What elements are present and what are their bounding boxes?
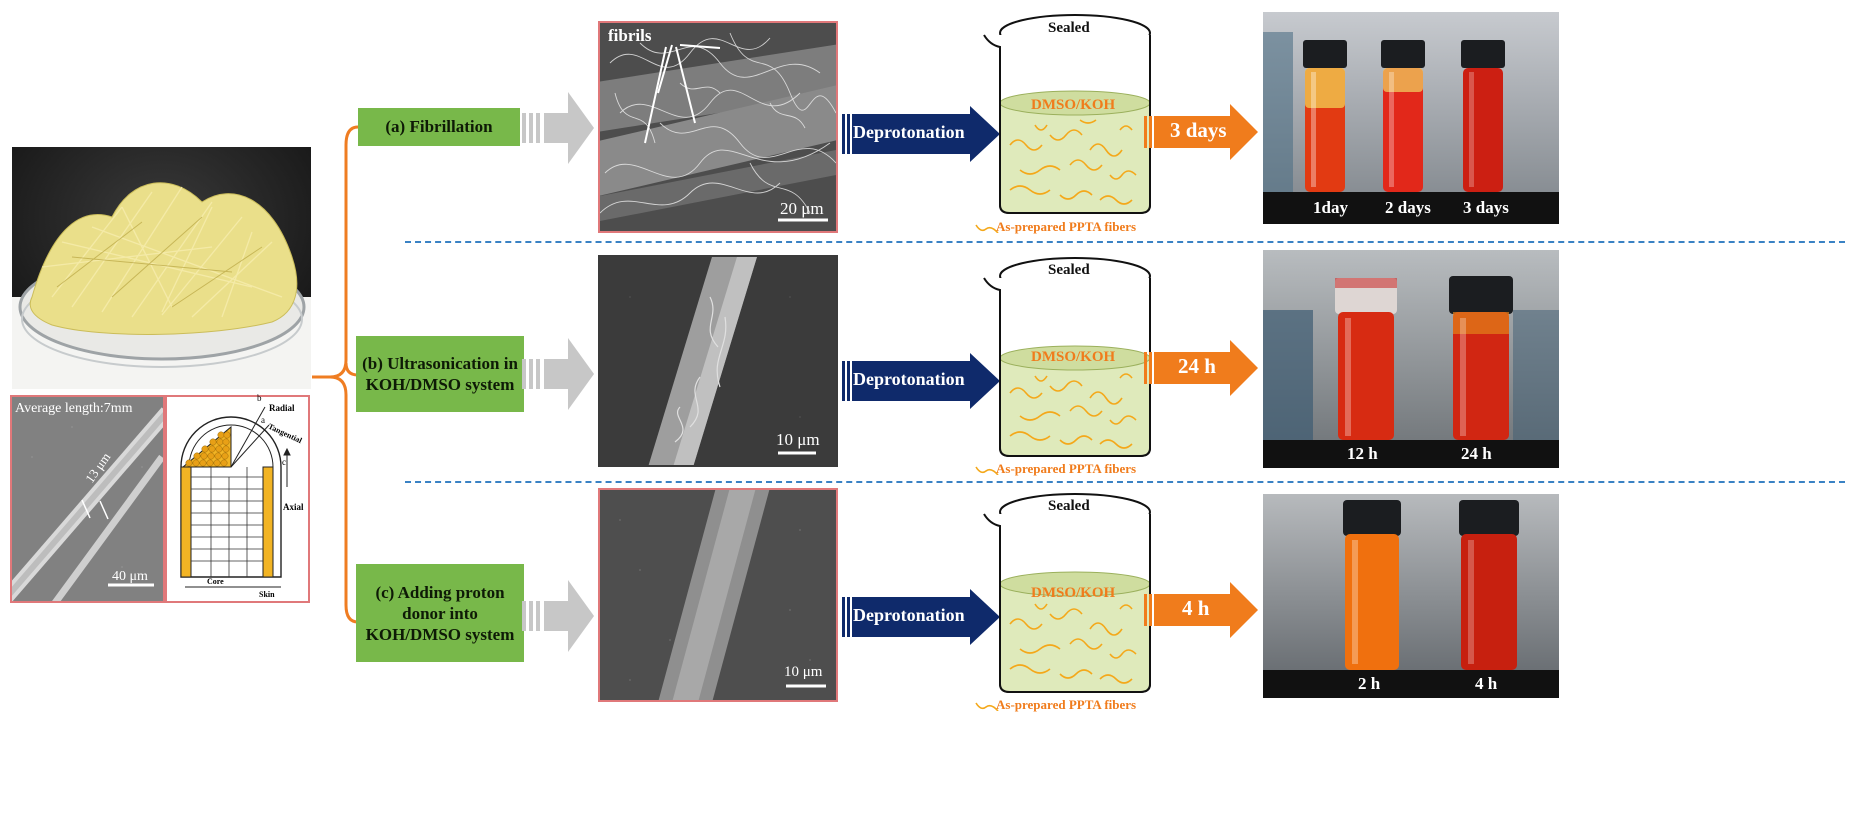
beaker-row-3 <box>983 493 1151 693</box>
row-divider-1 <box>405 241 1845 243</box>
deprotonation-arrow-row-2 <box>842 353 1000 409</box>
c-vector-symbol: c <box>282 457 286 467</box>
method-box-ultrasonication: (b) Ultrasonication in KOH/DMSO system <box>356 336 524 412</box>
single-fiber-sem-image: Average length:7mm 13 μm 40 μm <box>10 395 165 603</box>
axial-label: Axial <box>283 502 304 512</box>
deprotonation-arrow-row-1 <box>842 106 1000 162</box>
fiber-structure-schematic: b Radial a Tangential c Axial Core Skin <box>165 393 310 603</box>
deprotonation-arrow-row-3 <box>842 589 1000 645</box>
solution-label-row-3: DMSO/KOH <box>1031 585 1116 601</box>
time-label-row-1: 3 days <box>1170 118 1227 142</box>
ppta-fiber-photo <box>12 147 311 389</box>
method-box-proton-donor: (c) Adding proton donor into KOH/DMSO sy… <box>356 564 524 662</box>
core-label: Core <box>207 577 224 586</box>
row-divider-2 <box>405 481 1845 483</box>
average-length-label: Average length:7mm <box>15 401 133 416</box>
sem-scale-row-3: 10 μm <box>784 664 823 680</box>
time-arrow-row-3 <box>1144 582 1258 638</box>
deprotonation-label-row-1: Deprotonation <box>853 122 965 142</box>
fiber-legend-row-1: As-prepared PPTA fibers <box>996 219 1137 234</box>
vial-label-row-1-3: 3 days <box>1463 198 1509 217</box>
fiber-legend-row-3: As-prepared PPTA fibers <box>996 697 1137 712</box>
vial-label-row-3-2: 4 h <box>1475 674 1498 693</box>
beaker-row-2 <box>983 257 1151 457</box>
method-box-fibrillation: (a) Fibrillation <box>358 108 520 146</box>
fiber-legend-icon-row-2 <box>975 466 999 475</box>
time-label-row-2: 24 h <box>1178 354 1216 378</box>
fiber-legend-row-2: As-prepared PPTA fibers <box>996 461 1137 476</box>
time-arrow-row-1 <box>1144 104 1258 160</box>
fibrils-label: fibrils <box>608 26 652 45</box>
gray-arrow-row-2 <box>522 338 594 410</box>
b-vector-symbol: b <box>257 393 262 403</box>
a-vector-symbol: a <box>261 415 265 425</box>
gray-arrow-row-1 <box>522 92 594 164</box>
sem-scale-row-1: 20 μm <box>780 199 824 218</box>
sem-image-ultrasonication: 10 μm <box>598 255 838 467</box>
sem-image-fibrillated: fibrils 20 μm <box>598 21 838 233</box>
scale-bar-label: 40 μm <box>112 569 148 584</box>
vial-label-row-2-1: 12 h <box>1347 444 1378 463</box>
vial-label-row-3-1: 2 h <box>1358 674 1381 693</box>
vial-photo-row-2: 12 h 24 h <box>1263 250 1559 468</box>
vial-label-row-2-2: 24 h <box>1461 444 1492 463</box>
gray-arrow-row-3 <box>522 580 594 652</box>
vial-label-row-1-1: 1day <box>1313 198 1348 217</box>
time-label-row-3: 4 h <box>1182 596 1210 620</box>
radial-label: Radial <box>269 403 295 413</box>
solution-label-row-2: DMSO/KOH <box>1031 349 1116 365</box>
vial-photo-row-3: 2 h 4 h <box>1263 494 1559 698</box>
beaker-row-1 <box>983 14 1151 214</box>
solution-label-row-1: DMSO/KOH <box>1031 97 1116 113</box>
sem-scale-row-2: 10 μm <box>776 430 820 449</box>
fiber-legend-icon-row-1 <box>975 224 999 233</box>
sealed-label-row-1: Sealed <box>1048 20 1090 36</box>
deprotonation-label-row-3: Deprotonation <box>853 605 965 625</box>
time-arrow-row-2 <box>1144 340 1258 396</box>
sem-image-proton-donor: 10 μm <box>598 488 838 702</box>
vial-photo-row-1: 1day 2 days 3 days <box>1263 12 1559 224</box>
skin-label: Skin <box>259 590 275 599</box>
sealed-label-row-2: Sealed <box>1048 262 1090 278</box>
vial-label-row-1-2: 2 days <box>1385 198 1431 217</box>
sealed-label-row-3: Sealed <box>1048 498 1090 514</box>
deprotonation-label-row-2: Deprotonation <box>853 369 965 389</box>
fiber-legend-icon-row-3 <box>975 702 999 711</box>
